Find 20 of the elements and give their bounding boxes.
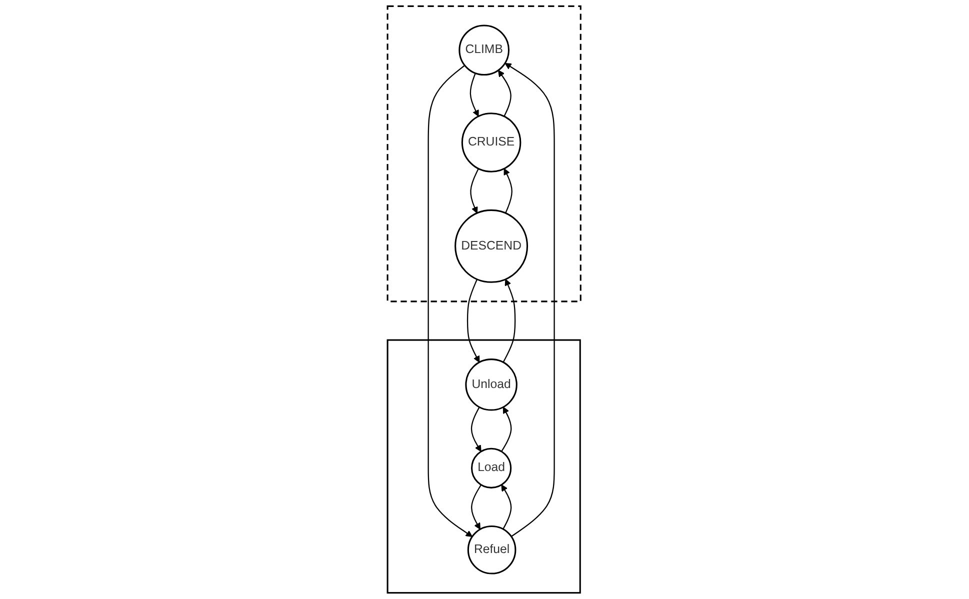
arrow	[428, 64, 473, 537]
node-circle: CRUISE	[462, 112, 522, 172]
arrow	[470, 73, 480, 117]
node-circle: CLIMB	[459, 24, 510, 76]
arrow	[501, 406, 512, 452]
node-circle: Load	[471, 448, 512, 488]
arrow	[502, 484, 512, 530]
arrow	[467, 279, 480, 363]
node-circle: DESCEND	[454, 209, 528, 283]
arrow	[503, 278, 516, 363]
arrow	[471, 406, 482, 452]
node-circle: Unload	[466, 358, 518, 411]
cluster	[387, 5, 582, 302]
arrow	[498, 70, 512, 117]
arrow	[471, 484, 482, 530]
cluster	[387, 339, 582, 594]
arrow	[505, 62, 556, 537]
arrow	[470, 168, 480, 214]
arrow	[504, 168, 513, 214]
node-circle: Refuel	[468, 525, 517, 574]
